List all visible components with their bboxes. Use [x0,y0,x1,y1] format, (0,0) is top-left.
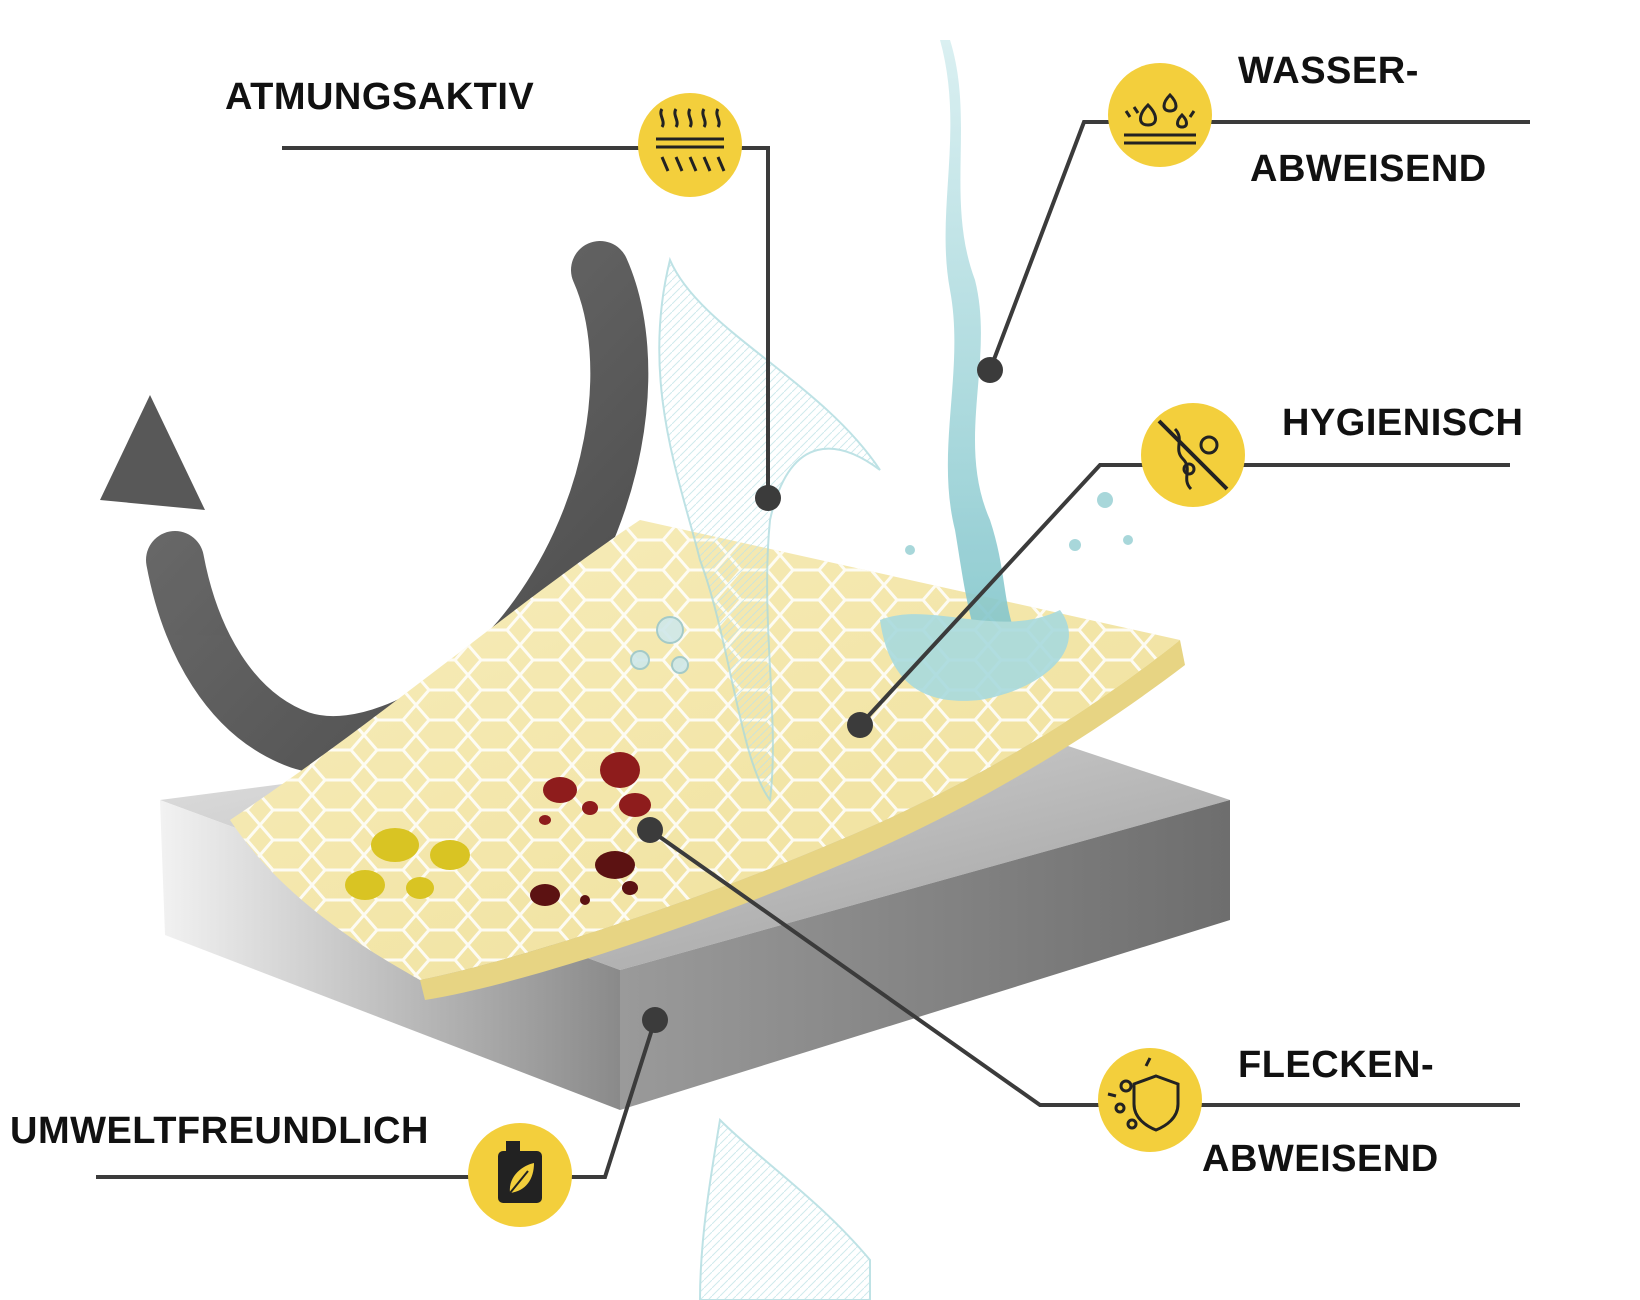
water-drop [1069,539,1081,551]
stain-red [582,801,598,815]
stain-yellow [406,877,434,899]
leader-dots [637,357,1003,1033]
label-umweltfreundlich: UMWELTFREUNDLICH [10,1110,429,1152]
leader-umwelt [96,1019,657,1179]
stain-red [543,777,577,803]
leader-lines [96,120,1530,1179]
label-flecken-line1: FLECKEN- [1238,1044,1435,1086]
breathable-vapor-icon [638,93,742,197]
mesh-wisp-lower [698,1117,871,1300]
stain-red [539,815,551,825]
stain-dark [580,895,590,905]
mesh-wisp-upper [658,256,881,803]
stain-shield-icon [1098,1048,1202,1152]
dot-hygienisch [847,712,873,738]
water-repellent-droplets-icon [1108,63,1212,167]
label-wasser-line1: WASSER- [1238,50,1419,92]
base-side-face [620,800,1230,1110]
water-drop [1123,535,1133,545]
dot-umwelt [642,1007,668,1033]
antibacterial-crossed-icon [1141,403,1245,507]
label-hygienisch: HYGIENISCH [1282,402,1524,444]
breathable-mesh [658,256,881,1300]
label-atmungsaktiv: ATMUNGSAKTIV [225,76,535,118]
stain-yellow [371,828,419,862]
stain-dark [595,851,635,879]
stain-red [619,793,651,817]
fabric-edge [420,640,1185,1000]
label-flecken-line2: ABWEISEND [1202,1138,1439,1180]
water-drop [1097,492,1113,508]
stain-red [600,752,640,788]
leader-wasser [988,120,1530,371]
label-wasser-line2: ABWEISEND [1250,148,1487,190]
stain-dark [530,884,560,906]
water-bead [630,650,650,670]
leader-atmungsaktiv [282,146,770,498]
water-splash [880,610,1069,701]
dot-flecken [637,817,663,843]
dot-atmungsaktiv [755,485,781,511]
leader-flecken [648,828,1520,1107]
stain-dark [622,881,638,895]
stain-yellow [345,870,385,900]
water-stream [630,40,1133,701]
leader-hygienisch [858,463,1510,727]
water-bead [671,656,689,674]
water-column [940,40,1030,690]
water-bead [656,616,684,644]
dot-wasser [977,357,1003,383]
stains [345,752,651,906]
arrow-head [100,395,205,510]
water-drop [905,545,915,555]
eco-canister-leaf-icon [468,1123,572,1227]
stain-yellow [430,840,470,870]
